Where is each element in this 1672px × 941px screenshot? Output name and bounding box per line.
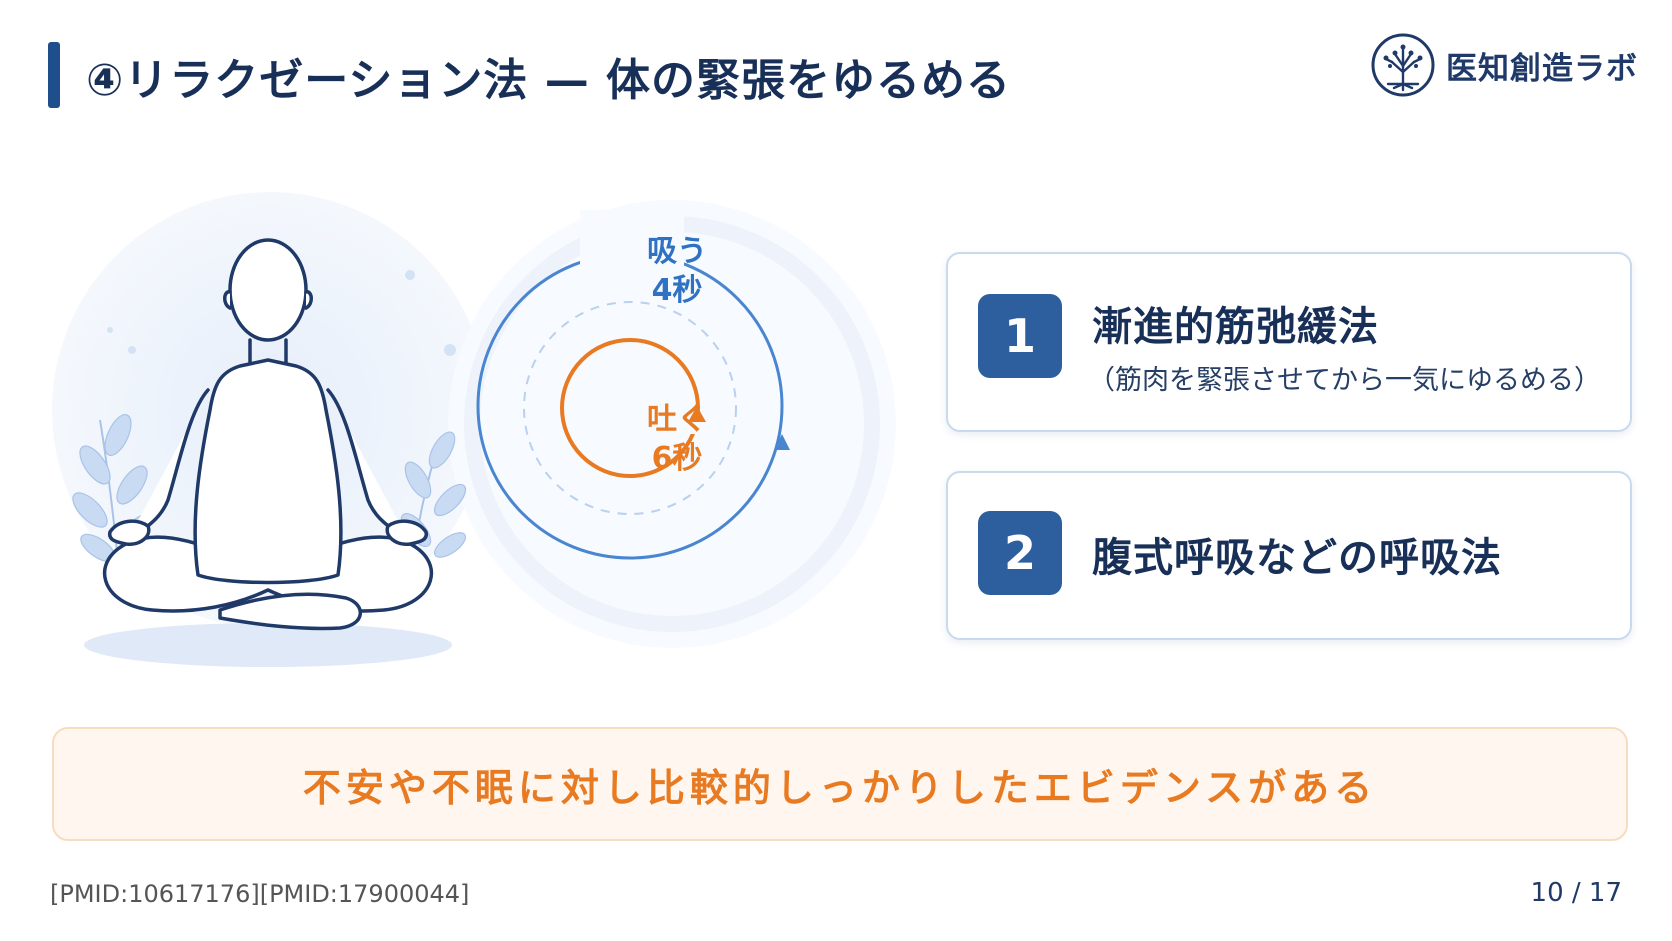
method-card-2: 2 腹式呼吸などの呼吸法 <box>946 471 1632 640</box>
evidence-callout: 不安や不眠に対し比較的しっかりしたエビデンスがある <box>52 727 1628 841</box>
inhale-arrow-icon <box>774 434 790 450</box>
evidence-text: 不安や不眠に対し比較的しっかりしたエビデンスがある <box>302 765 1378 810</box>
citation-text: [PMID:10617176][PMID:17900044] <box>50 880 470 908</box>
method-card-1: 1 漸進的筋弛緩法 （筋肉を緊張させてから一気にゆるめる） <box>946 252 1632 432</box>
inhale-label-gap <box>580 210 684 306</box>
exhale-label: 吐く 6秒 <box>612 400 742 478</box>
exhale-text: 吐く <box>647 402 707 437</box>
tree-logo-icon <box>1371 33 1435 97</box>
method-title: 漸進的筋弛緩法 <box>1092 304 1379 350</box>
method-number-badge: 2 <box>978 511 1062 595</box>
meditating-person-icon <box>102 238 434 631</box>
relaxation-illustration <box>52 192 896 667</box>
title-accent-bar <box>48 42 60 108</box>
page-number: 10 / 17 <box>1530 878 1622 908</box>
floor-shadow <box>84 623 452 667</box>
method-title: 腹式呼吸などの呼吸法 <box>1092 535 1502 581</box>
breath-background-glow <box>448 200 896 648</box>
exhale-duration: 6秒 <box>651 441 703 476</box>
method-subtitle: （筋肉を緊張させてから一気にゆるめる） <box>1088 365 1601 396</box>
inhale-duration: 4秒 <box>651 273 703 308</box>
inhale-text: 吸う <box>647 234 707 269</box>
inhale-label: 吸う 4秒 <box>612 232 742 310</box>
decor-dots <box>107 270 456 356</box>
method-number-badge: 1 <box>978 294 1062 378</box>
logo-text: 医知創造ラボ <box>1446 50 1638 87</box>
dashed-guide-ring <box>523 301 737 515</box>
brand-logo: 医知創造ラボ <box>1370 32 1638 98</box>
exhale-arrow-icon <box>688 406 706 422</box>
page-title: ④リラクゼーション法 — 体の緊張をゆるめる <box>86 55 1012 106</box>
left-plant-icon <box>72 414 153 581</box>
